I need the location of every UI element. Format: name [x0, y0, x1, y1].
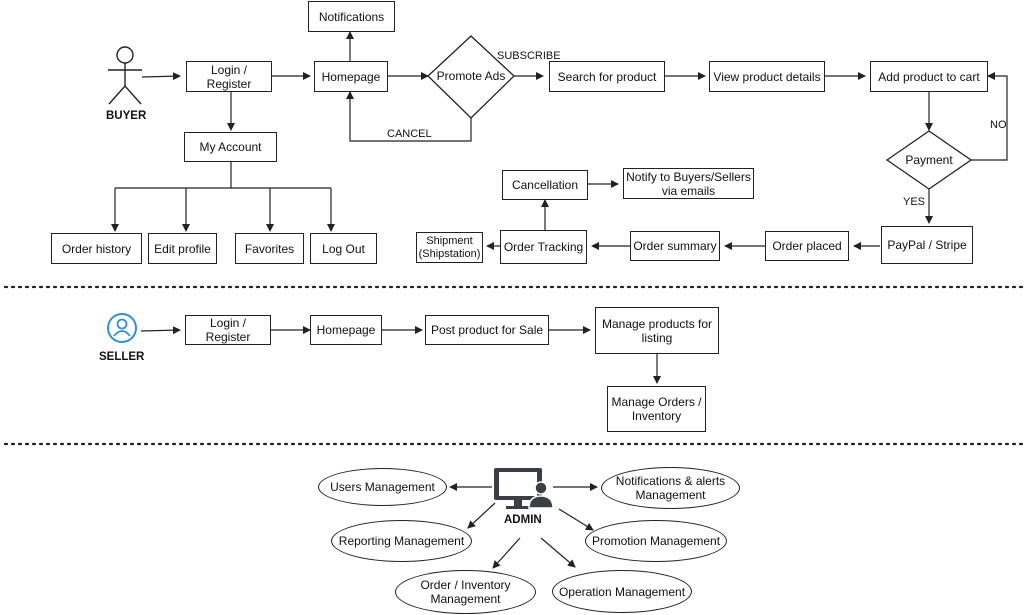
order-summary-node: Order summary — [630, 231, 720, 261]
add-to-cart-node: Add product to cart — [870, 61, 988, 92]
seller-role-label: SELLER — [99, 351, 145, 363]
promote-ads-diamond — [427, 35, 515, 119]
buyer-homepage-node: Homepage — [314, 61, 388, 92]
seller-homepage-node: Homepage — [310, 315, 382, 345]
view-product-details-node: View product details — [709, 61, 825, 92]
manage-orders-node: Manage Orders / Inventory — [607, 386, 706, 432]
arrow-seller-to-login — [140, 326, 181, 335]
order-history-node: Order history — [51, 233, 142, 264]
manage-products-node: Manage products for listing — [595, 307, 719, 354]
promote-ads-label: Promote Ads — [436, 69, 506, 83]
reporting-management-node: Reporting Management — [331, 520, 472, 562]
notify-emails-node: Notify to Buyers/Sellers via emails — [623, 168, 754, 199]
payment-diamond — [885, 130, 973, 190]
order-placed-node: Order placed — [765, 231, 849, 261]
cancel-label: CANCEL — [387, 128, 432, 140]
payment-label: Payment — [905, 153, 953, 167]
paypal-stripe-node: PayPal / Stripe — [881, 226, 973, 264]
arrow-cancel-back-home — [346, 91, 472, 142]
arrow-admin-to-operation — [540, 537, 576, 568]
no-label: NO — [990, 119, 1007, 131]
arrow-admin-to-promotion — [558, 508, 594, 531]
users-management-node: Users Management — [318, 468, 447, 506]
admin-computer-icon — [494, 468, 554, 509]
arrow-admin-to-reporting — [467, 502, 496, 529]
my-account-node: My Account — [184, 132, 277, 162]
seller-user-icon — [107, 313, 137, 343]
arrow-payment-no-back-cart — [971, 72, 1008, 161]
search-product-node: Search for product — [549, 61, 665, 92]
edit-profile-node: Edit profile — [148, 233, 217, 264]
shipment-node: Shipment (Shipstation) — [416, 232, 483, 263]
post-product-node: Post product for Sale — [425, 315, 549, 345]
yes-label: YES — [903, 196, 926, 208]
cancellation-node: Cancellation — [502, 170, 588, 200]
arrow-admin-to-order-inventory — [492, 537, 521, 569]
seller-login-register-node: Login / Register — [185, 315, 271, 345]
operation-management-node: Operation Management — [552, 570, 692, 613]
admin-role-label: ADMIN — [504, 514, 542, 526]
buyer-role-label: BUYER — [106, 110, 147, 122]
order-inventory-management-node: Order / Inventory Management — [395, 570, 536, 614]
notifications-alerts-management-node: Notifications & alerts Management — [601, 467, 740, 509]
order-tracking-node: Order Tracking — [500, 230, 587, 264]
favorites-node: Favorites — [235, 233, 304, 264]
buyer-actor-icon — [108, 46, 142, 105]
buyer-login-register-node: Login / Register — [186, 61, 272, 92]
subscribe-label: SUBSCRIBE — [497, 50, 561, 62]
promotion-management-node: Promotion Management — [585, 520, 727, 562]
arrow-buyer-to-login — [141, 72, 181, 81]
log-out-node: Log Out — [310, 233, 377, 264]
notifications-node: Notifications — [308, 1, 395, 32]
